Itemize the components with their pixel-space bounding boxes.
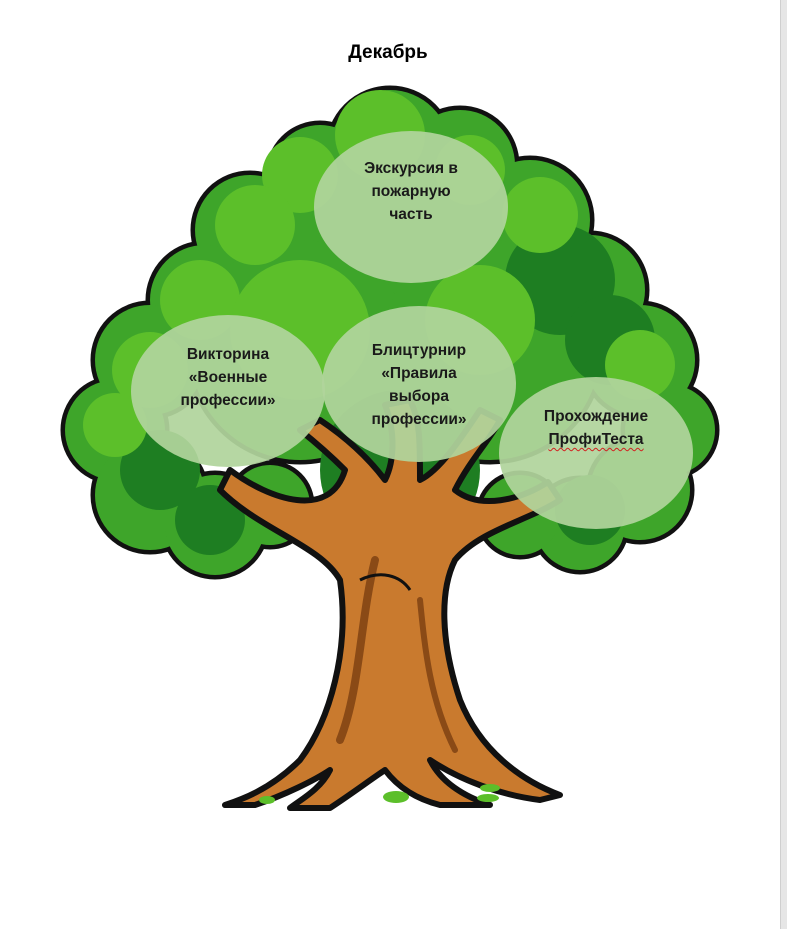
bubble-quiz: [131, 315, 325, 467]
bubble-blitz-text: Блицтурнир «Правила выбора профессии»: [322, 339, 516, 431]
grass: [259, 784, 500, 804]
bubbles: [131, 131, 693, 529]
bubble-profitest: [499, 377, 693, 529]
bubble-line: часть: [389, 206, 433, 223]
bubble-line: Экскурсия в: [364, 160, 458, 177]
page-edge: [780, 0, 787, 929]
bubble-line: «Правила: [381, 365, 457, 382]
bubble-quiz-text: Викторина «Военные профессии»: [131, 343, 325, 412]
bubble-profitest-text: Прохождение ПрофиТеста: [499, 405, 693, 451]
bubble-line: профессии»: [371, 411, 467, 428]
bubble-line: «Военные: [188, 369, 268, 386]
bubble-line: Прохождение: [543, 408, 649, 425]
bubble-excursion-text: Экскурсия в пожарную часть: [314, 157, 508, 226]
bubble-line: Викторина: [186, 346, 270, 363]
spellcheck-underline: ПрофиТеста: [548, 431, 644, 448]
bubble-line: профессии»: [180, 392, 276, 409]
bubble-line: пожарную: [371, 183, 451, 200]
bubble-blitz: [322, 306, 516, 462]
bubble-line: Блицтурнир: [371, 342, 467, 359]
bubble-excursion: [314, 131, 508, 283]
bubble-line: ПрофиТеста: [499, 428, 693, 451]
page-title: Декабрь: [348, 42, 428, 63]
bubble-line: выбора: [389, 388, 449, 405]
